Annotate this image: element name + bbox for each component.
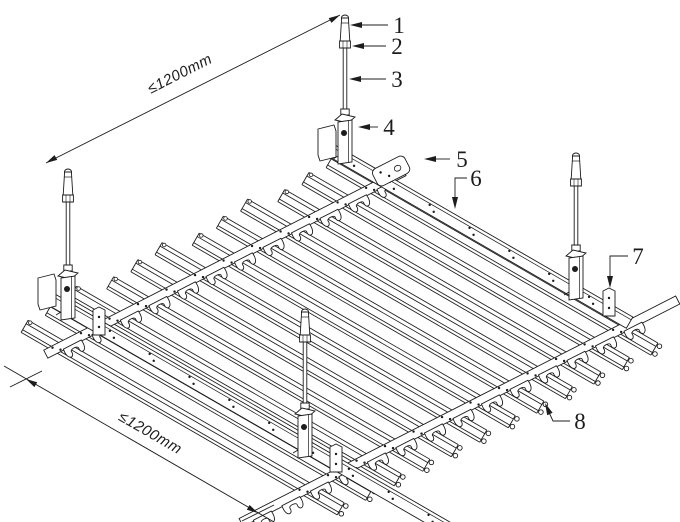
callout-number-5: 5 [456, 147, 468, 172]
callout-5: 5 [424, 147, 468, 172]
leader-arrow [607, 276, 613, 288]
callout-number-8: 8 [574, 409, 586, 434]
callout-2: 2 [352, 34, 403, 59]
leader-arrow [545, 403, 553, 416]
callout-number-4: 4 [383, 115, 395, 140]
leader-arrow [350, 22, 362, 28]
callout-1: 1 [350, 13, 405, 38]
main-carriers-layer [37, 124, 634, 522]
callout-3: 3 [349, 67, 403, 92]
leader-arrow [424, 156, 436, 162]
leader-arrow [349, 76, 361, 82]
callout-7: 7 [607, 244, 644, 288]
callout-4: 4 [358, 115, 395, 140]
dim-arrow [246, 505, 258, 513]
callout-number-7: 7 [632, 244, 644, 269]
leader-arrow [452, 197, 458, 209]
callout-6: 6 [452, 166, 482, 209]
dim-arrow [328, 15, 340, 23]
dimension-top-left: ≤1200mm [45, 14, 341, 164]
callout-number-1: 1 [393, 13, 405, 38]
dim-label-top-left: ≤1200mm [145, 51, 215, 98]
leader-arrow [358, 124, 370, 130]
callout-number-2: 2 [391, 34, 403, 59]
hanger-rods-layer [55, 14, 587, 459]
dim-arrow [26, 379, 38, 388]
leader-arrow [352, 43, 364, 49]
dim-arrow [46, 155, 58, 163]
callout-8: 8 [545, 403, 586, 434]
callout-number-3: 3 [391, 67, 403, 92]
callout-number-6: 6 [470, 166, 482, 191]
